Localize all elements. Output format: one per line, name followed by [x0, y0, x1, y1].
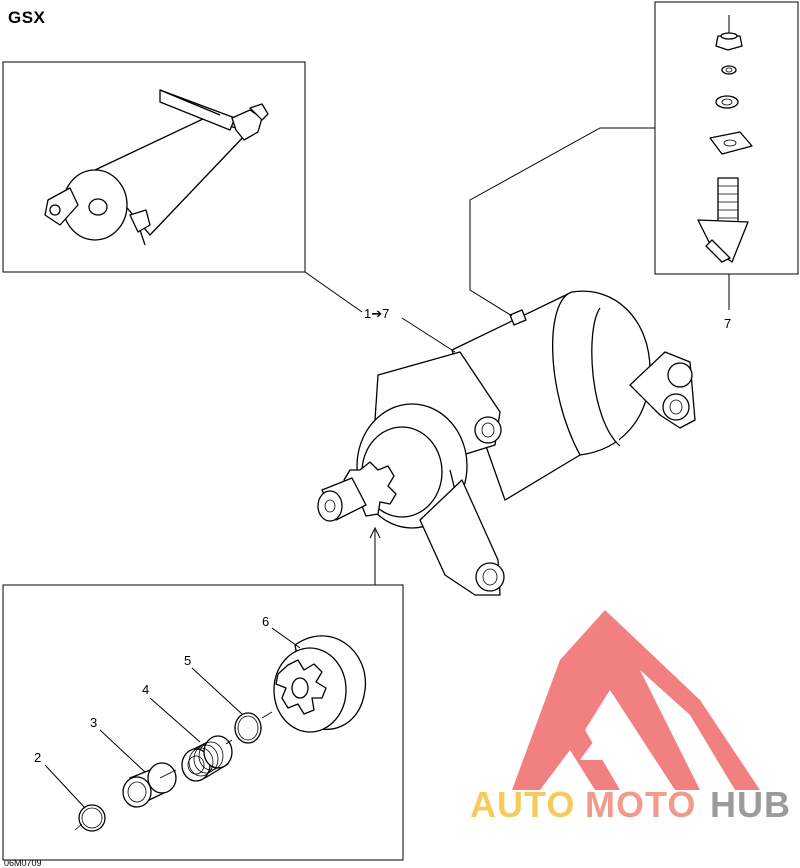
watermark-hub: HUB	[710, 784, 791, 825]
callout-7: 7	[724, 316, 731, 331]
diagram-code: 06M0709	[4, 858, 42, 868]
callout-2: 2	[34, 750, 41, 765]
callout-4: 4	[142, 682, 149, 697]
watermark-moto: MOTO	[585, 784, 696, 825]
automotohub-watermark: AUTO MOTO HUB	[470, 610, 791, 825]
callout-6: 6	[262, 614, 269, 629]
watermark-triangle-icon	[512, 610, 760, 790]
callout-3: 3	[90, 715, 97, 730]
starter-overview-inset	[2, 61, 306, 273]
leader-lines	[44, 127, 655, 809]
drive-parts-inset	[2, 584, 404, 861]
watermark-auto: AUTO	[470, 784, 575, 825]
callout-5: 5	[184, 653, 191, 668]
callout-range-1-7: 1➔7	[364, 306, 389, 321]
terminal-hardware-inset	[654, 1, 799, 310]
starter-motor-main	[317, 290, 696, 596]
page-title: GSX	[8, 8, 46, 27]
